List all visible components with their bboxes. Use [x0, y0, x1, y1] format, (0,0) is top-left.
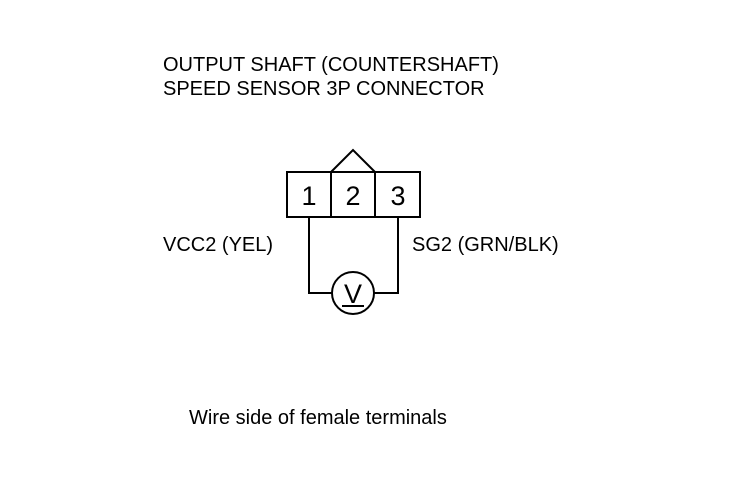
connector-pin-3: 3 [390, 181, 405, 211]
connector-pin-1: 1 [301, 181, 316, 211]
connector-key [330, 148, 376, 173]
test-lead-left [308, 217, 332, 294]
wire-label-vcc2: VCC2 (YEL) [163, 234, 273, 256]
wire-label-sg2: SG2 (GRN/BLK) [412, 234, 559, 256]
connector-body [286, 171, 421, 218]
diagram-caption: Wire side of female terminals [189, 407, 447, 429]
voltmeter-circle [331, 271, 375, 315]
connector-3p: 1 2 3 [286, 171, 421, 218]
diagram-title-line-2: SPEED SENSOR 3P CONNECTOR [163, 78, 485, 100]
voltmeter-icon: V [331, 271, 375, 315]
test-lead-right [374, 217, 399, 294]
diagram-title-line-1: OUTPUT SHAFT (COUNTERSHAFT) [163, 54, 499, 76]
connector-pin-2: 2 [345, 181, 360, 211]
voltmeter-symbol: V [344, 279, 362, 309]
